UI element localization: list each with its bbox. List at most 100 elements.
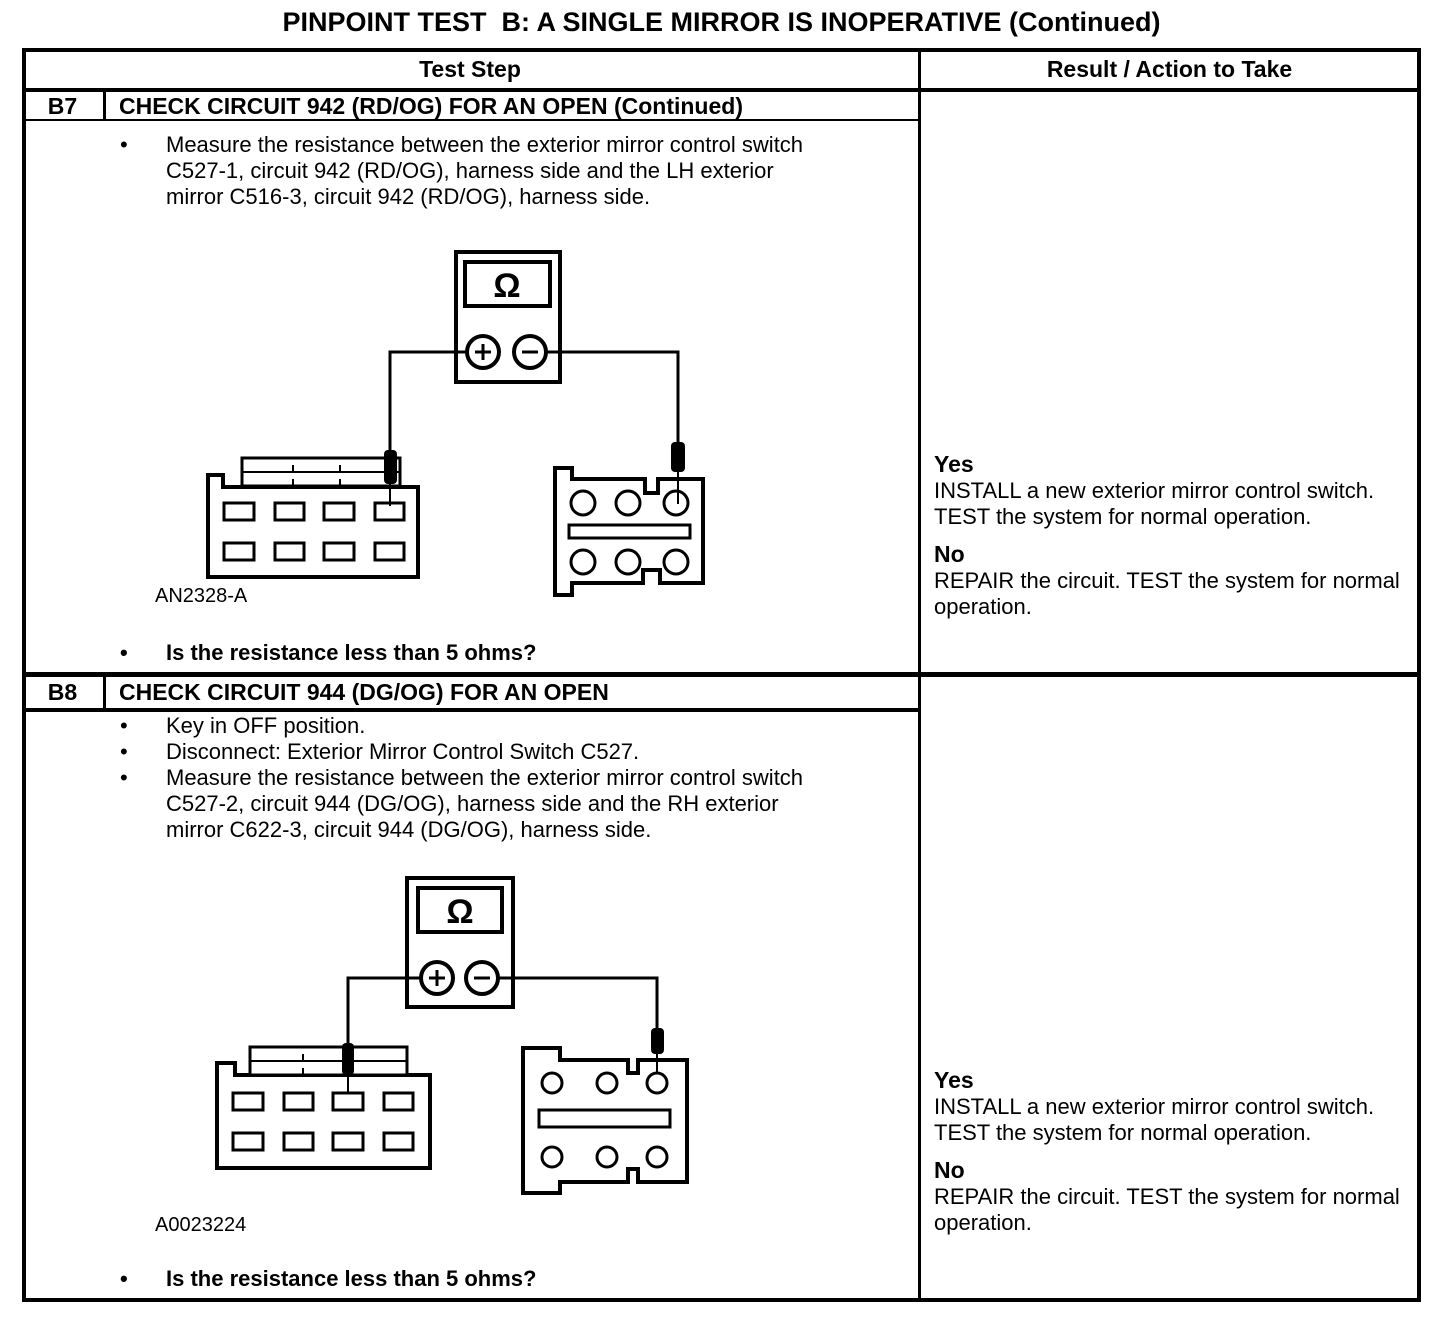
bullet-icon: • [120, 132, 128, 157]
b7-step-list: • Measure the resistance between the ext… [112, 132, 838, 210]
positive-lead-wire [388, 350, 467, 452]
pin-cavity [273, 541, 306, 562]
bullet-icon: • [120, 1266, 128, 1291]
b7-question: • Is the resistance less than 5 ohms? [112, 640, 838, 666]
yes-action: INSTALL a new exterior mirror control sw… [934, 1094, 1375, 1145]
pin-cavity [222, 541, 256, 562]
negative-lead-wire [546, 350, 680, 444]
pin-cavity [331, 1091, 365, 1112]
probe-tip [342, 1043, 354, 1075]
step-text: Key in OFF position. [166, 713, 366, 738]
b8-result-cell: Yes INSTALL a new exterior mirror contro… [934, 1066, 1406, 1236]
yes-action: INSTALL a new exterior mirror control sw… [934, 478, 1375, 529]
ohm-symbol: Ω [446, 893, 473, 931]
b7-label-divider [103, 92, 106, 120]
step-text: Measure the resistance between the exter… [166, 132, 804, 209]
bullet-icon: • [120, 713, 128, 738]
ohmmeter: Ω [405, 876, 515, 1009]
b8-figure-label: A0023224 [155, 1214, 247, 1236]
pin-cavity [282, 1091, 315, 1112]
pin-cavity [231, 1131, 265, 1152]
connector-key-slot [567, 523, 692, 540]
probe-tip [384, 450, 397, 484]
connector-body [206, 473, 420, 579]
b8-title-underline [22, 708, 918, 712]
step-text: Disconnect: Exterior Mirror Control Swit… [166, 739, 640, 764]
bullet-icon: • [120, 640, 128, 665]
pin-cavity [614, 489, 642, 517]
negative-lead-wire [498, 976, 659, 1030]
b8-step-list: • Key in OFF position. • Disconnect: Ext… [112, 713, 838, 843]
plus-icon [475, 344, 491, 360]
pin-cavity [595, 1071, 619, 1095]
bullet-icon: • [120, 765, 128, 790]
pin-cavity [322, 501, 356, 522]
yes-label: Yes [934, 1067, 974, 1093]
page-title: PINPOINT TEST B: A SINGLE MIRROR IS INOP… [282, 7, 1161, 37]
pin-cavity [231, 1091, 265, 1112]
ohm-symbol: Ω [493, 267, 520, 305]
header-underline [22, 88, 1421, 92]
ohmmeter-body [405, 876, 515, 1009]
probe-tip [651, 1028, 664, 1054]
ohmmeter-display [463, 260, 552, 308]
b8-question: • Is the resistance less than 5 ohms? [112, 1266, 838, 1292]
b7-circuit-diagram: Ω [206, 250, 705, 597]
pin-cavity [645, 1145, 669, 1169]
plus-icon [429, 970, 445, 986]
pin-cavity [595, 1145, 619, 1169]
ohmmeter: Ω [454, 250, 562, 384]
b7-step-id: B7 [47, 93, 78, 119]
b8-step-title: CHECK CIRCUIT 944 (DG/OG) FOR AN OPEN [119, 679, 609, 705]
no-label: No [934, 541, 965, 567]
probe-tip [671, 442, 685, 472]
pin-cavity [662, 489, 690, 517]
step-text: Measure the resistance between the exter… [166, 765, 804, 842]
b7-switch-connector [206, 456, 420, 579]
connector-body [215, 1061, 432, 1170]
no-action: REPAIR the circuit. TEST the system for … [934, 1184, 1400, 1235]
yes-label: Yes [934, 451, 974, 477]
connector-body [521, 1046, 689, 1195]
no-action: REPAIR the circuit. TEST the system for … [934, 568, 1400, 619]
b8-step-id: B8 [47, 679, 78, 705]
pin-cavity [540, 1071, 564, 1095]
bullet-icon: • [120, 739, 128, 764]
list-item: • Measure the resistance between the ext… [112, 765, 838, 843]
pin-cavity [540, 1145, 564, 1169]
b7-figure-label: AN2328-A [155, 585, 248, 607]
pin-cavity [662, 548, 690, 576]
b8-label-divider [103, 677, 106, 708]
column-header-test-step: Test Step [419, 56, 521, 82]
no-label: No [934, 1157, 965, 1183]
positive-lead-wire [346, 976, 421, 1045]
b7-title-underline [22, 119, 918, 121]
ohmmeter-display [416, 886, 504, 934]
b7-step-title: CHECK CIRCUIT 942 (RD/OG) FOR AN OPEN (C… [119, 93, 743, 119]
question-text: Is the resistance less than 5 ohms? [166, 1266, 537, 1291]
b8-circuit-diagram: Ω [215, 876, 689, 1195]
pin-cavity [645, 1071, 669, 1095]
pin-cavity [282, 1131, 315, 1152]
pin-cavity [569, 489, 597, 517]
ohmmeter-body [454, 250, 562, 384]
pin-cavity [614, 548, 642, 576]
pin-cavity [322, 541, 356, 562]
pin-cavity [222, 501, 256, 522]
connector-body [553, 466, 705, 597]
column-header-result: Result / Action to Take [1046, 56, 1293, 82]
pin-cavity [331, 1131, 365, 1152]
pin-cavity [569, 548, 597, 576]
b7-b8-divider [22, 672, 1421, 677]
b7-mirror-connector [553, 466, 705, 597]
b8-mirror-connector [521, 1046, 689, 1195]
list-item: • Disconnect: Exterior Mirror Control Sw… [112, 739, 838, 765]
pin-cavity [273, 501, 306, 522]
b8-switch-connector [215, 1045, 432, 1170]
pin-cavity [382, 1131, 415, 1152]
list-item: • Measure the resistance between the ext… [112, 132, 838, 210]
pin-cavity [382, 1091, 415, 1112]
list-item: • Key in OFF position. [112, 713, 838, 739]
question-text: Is the resistance less than 5 ohms? [166, 640, 537, 665]
